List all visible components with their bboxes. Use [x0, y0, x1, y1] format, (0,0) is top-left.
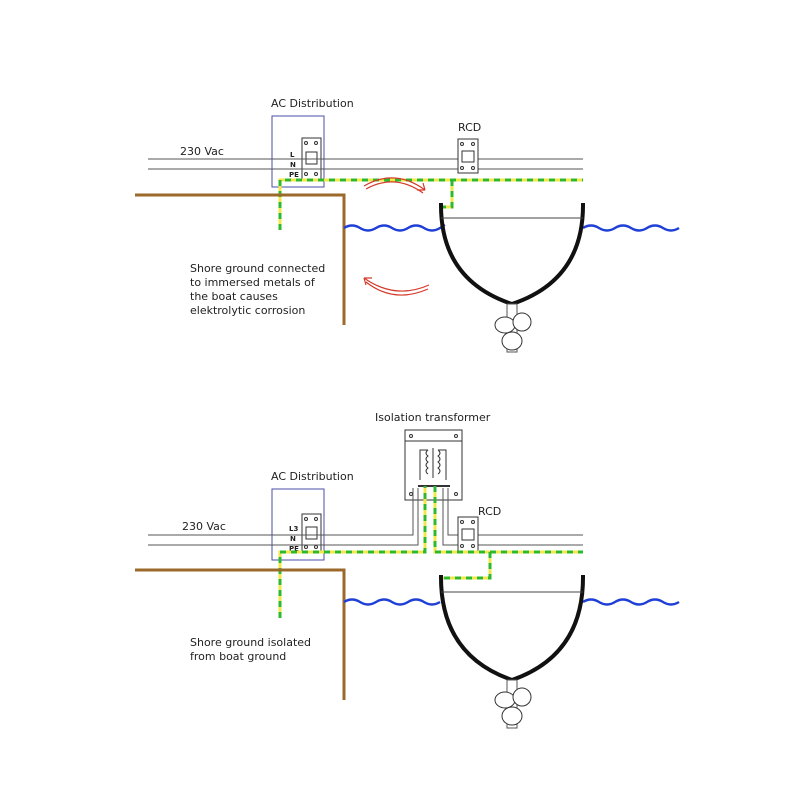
top-ac-distribution-label: AC Distribution	[271, 97, 354, 110]
bottom-water-right	[582, 598, 680, 606]
bottom-diagram: Isolation transformer AC Distribution	[135, 411, 680, 729]
top-ac-distribution-box	[271, 115, 325, 188]
bottom-ac-distribution-box	[271, 488, 325, 561]
top-water-right	[582, 224, 680, 232]
bottom-wire-n-shore	[148, 488, 419, 546]
top-voltage-label: 230 Vac	[180, 145, 224, 158]
bottom-wire-n-boat	[442, 488, 583, 546]
bottom-caption-line-2: from boat ground	[190, 650, 286, 663]
top-terminal-l: L	[290, 151, 295, 159]
top-caption-line-1: Shore ground connected	[190, 262, 325, 275]
top-caption-line-2: to immersed metals of	[190, 276, 316, 289]
top-caption-line-4: elektrolytic corrosion	[190, 304, 305, 317]
top-quay-ground	[135, 193, 346, 325]
bottom-rcd-label: RCD	[478, 505, 501, 518]
curved-arrow-icon	[363, 277, 430, 296]
top-water-left	[343, 224, 446, 232]
bottom-rcd-breaker-icon	[457, 516, 479, 552]
bottom-pe-shore-ground	[278, 486, 427, 618]
bottom-terminal-l: L3	[289, 525, 298, 533]
top-diagram: AC Distribution L N PE 230 Vac RCD	[135, 97, 680, 353]
top-rcd-breaker-icon	[457, 138, 479, 174]
circuit-breaker-icon	[301, 513, 322, 553]
top-terminal-n: N	[290, 161, 296, 169]
bottom-isolation-transformer-label: Isolation transformer	[375, 411, 491, 424]
bottom-wire-l-shore	[148, 488, 414, 536]
bottom-ac-distribution-label: AC Distribution	[271, 470, 354, 483]
top-rcd-label: RCD	[458, 121, 481, 134]
bottom-quay-ground	[135, 568, 346, 700]
curved-arrow-icon	[363, 177, 426, 194]
bottom-terminal-pe: PE	[289, 545, 299, 553]
bottom-voltage-label: 230 Vac	[182, 520, 226, 533]
propeller-icon	[494, 312, 532, 351]
bottom-pe-boat-ground	[433, 486, 583, 580]
bottom-wire-l-boat	[447, 488, 583, 536]
top-caption-line-3: the boat causes	[190, 290, 278, 303]
propeller-icon	[494, 687, 532, 726]
bottom-terminal-n: N	[290, 535, 296, 543]
bottom-boat-hull	[438, 574, 586, 683]
top-pe-ground-line	[278, 178, 583, 230]
top-terminal-pe: PE	[289, 171, 299, 179]
bottom-water-left	[343, 598, 441, 606]
bottom-caption-line-1: Shore ground isolated	[190, 636, 311, 649]
